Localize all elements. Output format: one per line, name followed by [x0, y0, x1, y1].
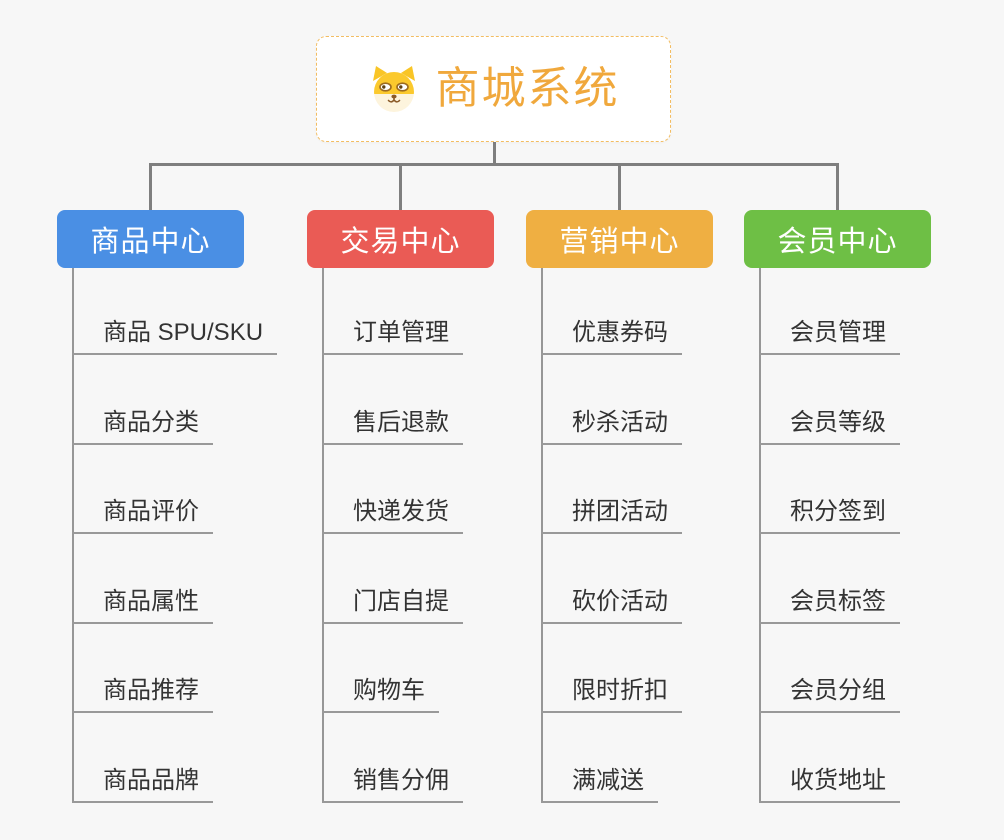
topic-item[interactable]: 门店自提 [322, 586, 463, 624]
topic-item[interactable]: 会员标签 [759, 586, 900, 624]
topic-item[interactable]: 会员管理 [759, 317, 900, 355]
topic-item[interactable]: 秒杀活动 [541, 407, 682, 445]
branch-header-marketing[interactable]: 营销中心 [526, 210, 713, 268]
topic-item[interactable]: 订单管理 [322, 317, 463, 355]
connector-root-stem [493, 142, 496, 164]
topic-item[interactable]: 砍价活动 [541, 586, 682, 624]
topic-item[interactable]: 商品评价 [72, 496, 213, 534]
branch-spine-line [541, 268, 543, 803]
branch-header-member[interactable]: 会员中心 [744, 210, 931, 268]
branch-spine-line [322, 268, 324, 803]
topic-item[interactable]: 售后退款 [322, 407, 463, 445]
topic-item[interactable]: 积分签到 [759, 496, 900, 534]
branch-product-center: 商品中心 商品 SPU/SKU 商品分类 商品评价 商品属性 商品推荐 商品品牌 [57, 210, 307, 840]
topic-item[interactable]: 收货地址 [759, 765, 900, 803]
branch-member-center: 会员中心 会员管理 会员等级 积分签到 会员标签 会员分组 收货地址 [744, 210, 994, 840]
topic-item[interactable]: 优惠券码 [541, 317, 682, 355]
root-node[interactable]: 商城系统 [316, 36, 671, 142]
branch-spine-line [759, 268, 761, 803]
topic-item[interactable]: 购物车 [322, 675, 439, 713]
connector-drop-member [836, 163, 839, 211]
topic-item[interactable]: 商品品牌 [72, 765, 213, 803]
connector-rail [149, 163, 839, 166]
topic-item[interactable]: 商品分类 [72, 407, 213, 445]
topic-item[interactable]: 商品属性 [72, 586, 213, 624]
branch-trade-center: 交易中心 订单管理 售后退款 快递发货 门店自提 购物车 销售分佣 [307, 210, 557, 840]
topic-item[interactable]: 商品 SPU/SKU [72, 317, 278, 355]
branch-header-product[interactable]: 商品中心 [57, 210, 244, 268]
dog-face-icon [368, 65, 420, 113]
branch-header-trade[interactable]: 交易中心 [307, 210, 494, 268]
branch-spine-line [72, 268, 74, 803]
root-title: 商城系统 [435, 64, 620, 113]
topic-item[interactable]: 商品推荐 [72, 675, 213, 713]
topic-item[interactable]: 会员等级 [759, 407, 900, 445]
topic-item[interactable]: 限时折扣 [541, 675, 682, 713]
topic-item[interactable]: 销售分佣 [322, 765, 463, 803]
branch-marketing-center: 营销中心 优惠券码 秒杀活动 拼团活动 砍价活动 限时折扣 满减送 [526, 210, 776, 840]
connector-drop-marketing [618, 163, 621, 211]
topic-item[interactable]: 满减送 [541, 765, 658, 803]
connector-drop-trade [399, 163, 402, 211]
connector-drop-product [149, 163, 152, 211]
topic-item[interactable]: 会员分组 [759, 675, 900, 713]
topic-item[interactable]: 拼团活动 [541, 496, 682, 534]
topic-item[interactable]: 快递发货 [322, 496, 463, 534]
